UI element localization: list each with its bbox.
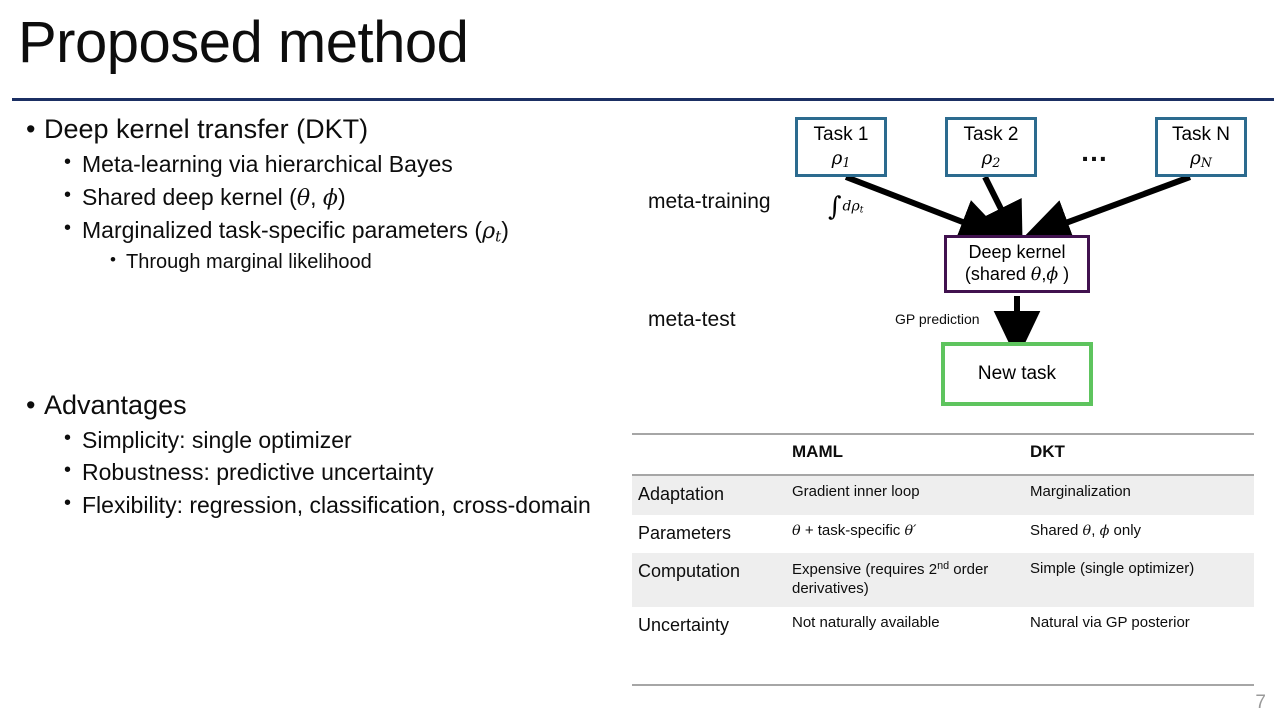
table-row: Parameters θ + task-specific θ′ Shared θ… bbox=[632, 515, 1254, 554]
table-header-maml: MAML bbox=[784, 433, 1022, 476]
row-label-parameters: Parameters bbox=[638, 522, 732, 543]
bullet-text: Deep kernel transfer (DKT) bbox=[44, 114, 369, 144]
cell-adaptation-maml: Gradient inner loop bbox=[784, 475, 1022, 515]
bullet-text-post: ) bbox=[337, 183, 346, 210]
bullet-marginalized-params: Marginalized task-specific parameters (ρ… bbox=[62, 214, 624, 248]
bullet-deep-kernel-transfer: Deep kernel transfer (DKT) bbox=[22, 112, 624, 148]
table-header-row: MAML DKT bbox=[632, 433, 1254, 476]
bullet-text: Robustness: predictive uncertainty bbox=[82, 459, 434, 486]
arrow-taskN-to-kernel bbox=[1021, 174, 1192, 245]
task-param: ρ2 bbox=[981, 148, 1001, 170]
task-box-n: Task N ρN bbox=[1155, 117, 1247, 177]
cell-parameters-dkt: Shared θ, ϕ only bbox=[1030, 521, 1142, 539]
diagram-arrows bbox=[844, 174, 1192, 361]
bullet-text: Meta-learning via hierarchical Bayes bbox=[82, 150, 453, 177]
task-box-1: Task 1 ρ1 bbox=[795, 117, 887, 177]
table-header-dkt: DKT bbox=[1022, 433, 1254, 476]
theta-symbol: θ bbox=[792, 522, 801, 539]
bullet-text-post: ) bbox=[501, 216, 509, 243]
table-header-blank bbox=[632, 433, 784, 476]
bullet-meta-learning: Meta-learning via hierarchical Bayes bbox=[62, 148, 624, 181]
task-param: ρN bbox=[1190, 148, 1212, 170]
integral-differential: dρ bbox=[842, 198, 860, 215]
method-diagram: Task 1 ρ1 Task 2 ρ2 Task N ρN … meta-tra… bbox=[630, 104, 1280, 424]
stage-label-meta-training: meta-training bbox=[648, 190, 771, 213]
page-title: Proposed method bbox=[18, 10, 469, 75]
bullet-advantages: Advantages bbox=[22, 388, 624, 424]
stage-label-meta-test: meta-test bbox=[648, 308, 736, 331]
bullet-simplicity: Simplicity: single optimizer bbox=[62, 424, 624, 457]
bullet-robustness: Robustness: predictive uncertainty bbox=[62, 456, 624, 489]
table-bottom-rule bbox=[632, 684, 1254, 686]
theta-symbol: θ bbox=[1030, 264, 1042, 285]
row-label-adaptation: Adaptation bbox=[632, 475, 784, 515]
kernel-line-2: (shared θ,ϕ ) bbox=[964, 263, 1070, 285]
phi-symbol: ϕ bbox=[322, 185, 338, 211]
table-body: Adaptation Gradient inner loop Marginali… bbox=[632, 475, 1254, 646]
task-title: Task N bbox=[1171, 123, 1231, 145]
kernel-line-1: Deep kernel bbox=[968, 242, 1066, 263]
bullet-list-region: Deep kernel transfer (DKT) Meta-learning… bbox=[14, 112, 624, 522]
phi-symbol: ϕ bbox=[1046, 264, 1059, 285]
table-row: Uncertainty Not naturally available Natu… bbox=[632, 607, 1254, 646]
bullet-text: Flexibility: regression, classification,… bbox=[82, 492, 591, 519]
ellipsis-between-tasks: … bbox=[1080, 136, 1110, 167]
table-row: Adaptation Gradient inner loop Marginali… bbox=[632, 475, 1254, 515]
integral-sign: ∫ bbox=[828, 192, 842, 222]
task-title: Task 1 bbox=[813, 123, 869, 145]
row-label-uncertainty: Uncertainty bbox=[638, 615, 730, 636]
bullet-text: Advantages bbox=[44, 389, 187, 420]
bullet-flexibility: Flexibility: regression, classification,… bbox=[62, 489, 624, 522]
theta-symbol: θ bbox=[296, 185, 311, 211]
theta-symbol: θ bbox=[1082, 522, 1092, 539]
cell-uncertainty-maml: Not naturally available bbox=[792, 614, 940, 632]
task-param: ρ1 bbox=[831, 148, 851, 170]
bullet-text-pre: Shared deep kernel ( bbox=[82, 183, 297, 210]
rho-symbol: ρ bbox=[482, 218, 496, 244]
bullet-text-pre: Marginalized task-specific parameters ( bbox=[82, 216, 483, 243]
bullet-list-advantages: Advantages Simplicity: single optimizer … bbox=[14, 388, 624, 522]
bullet-text: Through marginal likelihood bbox=[126, 250, 372, 273]
new-task-box: New task bbox=[941, 342, 1093, 406]
table-row: Computation Expensive (requires 2nd orde… bbox=[632, 553, 1254, 608]
integral-annotation: ∫dρt bbox=[828, 192, 863, 222]
new-task-label: New task bbox=[977, 363, 1057, 384]
deep-kernel-box: Deep kernel (shared θ,ϕ ) bbox=[944, 235, 1090, 293]
cell-parameters-maml: θ + task-specific θ′ bbox=[792, 521, 917, 539]
phi-symbol: ϕ bbox=[1099, 522, 1110, 539]
bullet-list: Deep kernel transfer (DKT) Meta-learning… bbox=[14, 112, 624, 276]
bullet-shared-deep-kernel: Shared deep kernel (θ, ϕ) bbox=[62, 181, 624, 214]
row-label-computation: Computation bbox=[632, 553, 784, 608]
slide-number: 7 bbox=[1255, 692, 1266, 713]
bullet-spacer bbox=[14, 276, 624, 388]
arrow-task2-to-kernel bbox=[979, 175, 1023, 253]
bullet-text-mid: , bbox=[310, 183, 323, 210]
theta-prime-symbol: θ′ bbox=[904, 522, 917, 539]
task-box-2: Task 2 ρ2 bbox=[945, 117, 1037, 177]
gp-prediction-label: GP prediction bbox=[895, 311, 980, 327]
task-title: Task 2 bbox=[963, 123, 1019, 145]
title-divider bbox=[12, 98, 1274, 101]
bullet-through-marginal-likelihood: Through marginal likelihood bbox=[108, 248, 624, 276]
cell-computation-dkt: Simple (single optimizer) bbox=[1022, 553, 1254, 608]
table-header: MAML DKT bbox=[632, 433, 1254, 476]
rho-subscript: t bbox=[495, 227, 502, 246]
ordinal-suffix: nd bbox=[937, 560, 950, 572]
integral-subscript: t bbox=[859, 204, 864, 216]
cell-computation-maml: Expensive (requires 2nd order derivative… bbox=[784, 553, 1022, 608]
cell-uncertainty-dkt: Natural via GP posterior bbox=[1030, 614, 1190, 632]
cell-adaptation-dkt: Marginalization bbox=[1022, 475, 1254, 515]
bullet-text: Simplicity: single optimizer bbox=[82, 426, 352, 453]
arrow-task1-to-kernel bbox=[844, 174, 1009, 244]
comparison-table: MAML DKT Adaptation Gradient inner loop … bbox=[632, 433, 1254, 646]
